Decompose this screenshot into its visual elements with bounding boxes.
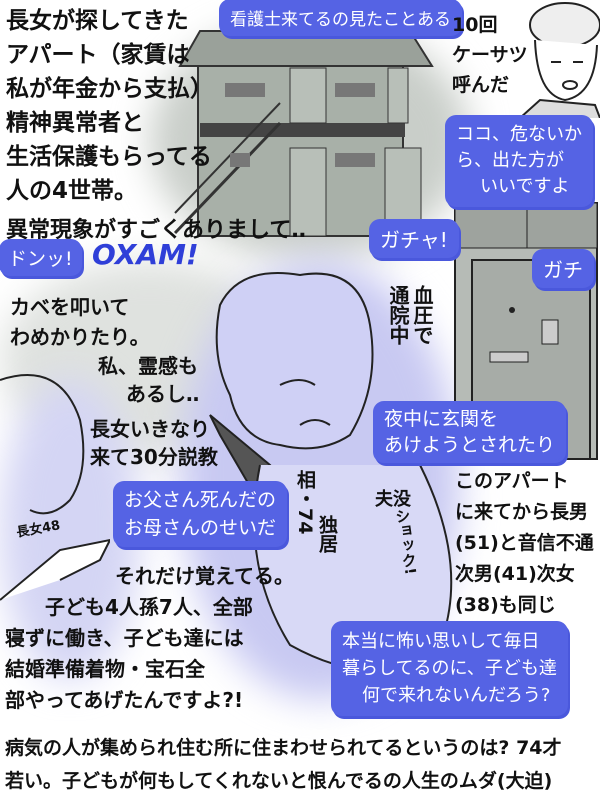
text-line: あるし‥ bbox=[126, 382, 200, 406]
text-line: お父さん死んだの bbox=[124, 489, 277, 511]
text-line: 人の4世帯。 bbox=[6, 178, 138, 204]
elderly-woman-illustration bbox=[209, 272, 453, 671]
text-line: 生活保護もらってる bbox=[6, 144, 212, 170]
text-line: あけようとされたり bbox=[384, 434, 556, 456]
text-line: 若い。子どもが何もしてくれないと恨んでるの人生のムダ(大迫) bbox=[5, 770, 553, 792]
sfx-don: ドンッ! bbox=[2, 242, 79, 273]
text-line: 夜中に玄関を bbox=[384, 408, 499, 430]
hard-work-note: 子ども4人孫7人、全部 寝ずに働き、子ども達には 結婚準備着物・宝石全 部やって… bbox=[5, 592, 253, 716]
sfx-gachi: ガチ bbox=[535, 252, 591, 285]
text-line: カベを叩いて bbox=[10, 295, 130, 319]
text-line: 精神異常者と bbox=[6, 110, 144, 136]
text-line: 暮らしてるのに、子ども達 bbox=[342, 658, 557, 679]
text-line: 病気の人が集められ住む所に住まわせられてるというのは? 74才 bbox=[5, 737, 562, 759]
husband-deceased: 夫没 bbox=[375, 489, 411, 510]
text-line: 長女いきなり bbox=[90, 417, 210, 441]
police-called-note: 10回 ケーサツ 呼んだ bbox=[452, 10, 528, 100]
text-line: ココ、危ないか bbox=[456, 124, 582, 145]
text-line: (38)も同じ bbox=[455, 594, 556, 616]
text-line: 来て30分説教 bbox=[90, 445, 218, 469]
children-estranged-note: このアパート に来てから長男 (51)と音信不通 次男(41)次女 (38)も同… bbox=[455, 466, 594, 621]
profile-col2: 独居 bbox=[316, 515, 338, 553]
text-line: お母さんのせいだ bbox=[124, 517, 277, 539]
text-line: 次男(41)次女 bbox=[455, 563, 575, 585]
text-line: ら、出た方が bbox=[456, 150, 564, 171]
text-line: (51)と音信不通 bbox=[455, 532, 594, 554]
bubble-nurse: 看護士来てるの見たことある bbox=[222, 2, 459, 33]
wall-banging-note: カベを叩いて わめかりたり。 bbox=[10, 292, 150, 352]
narration-strange-phenomena: 異常現象がすごくありまして‥ bbox=[6, 218, 307, 243]
policeman-illustration bbox=[519, 2, 600, 118]
text-line: このアパート bbox=[455, 470, 569, 492]
sfx-oxam: OXAM! bbox=[92, 238, 199, 271]
narration-apartment: 長女が探してきた アパート（家賃は 私が年金から支払） 精神異常者と 生活保護も… bbox=[6, 4, 213, 208]
text-line: 部やってあげたんですよ?! bbox=[5, 688, 244, 712]
bubble-fear: 本当に怖い思いして毎日 暮らしてるのに、子ども達 何で来れないんだろう? bbox=[334, 624, 565, 713]
text-line: わめかりたり。 bbox=[10, 325, 150, 349]
text-line: 私が年金から支払） bbox=[6, 76, 213, 102]
lecture-note: 長女いきなり 来て30分説教 bbox=[90, 415, 218, 471]
text-line: 子ども4人孫7人、全部 bbox=[45, 595, 253, 619]
psychic-note: 私、霊感も あるし‥ bbox=[98, 352, 199, 408]
blood-pressure-col2: 通院中 bbox=[386, 285, 410, 345]
blood-pressure-col1: 血圧で bbox=[410, 285, 434, 345]
footer-comment: 病気の人が集められ住む所に住まわせられてるというのは? 74才 若い。子どもが何… bbox=[5, 732, 562, 798]
text-line: 結婚準備着物・宝石全 bbox=[5, 657, 205, 681]
daughter-illustration bbox=[0, 374, 110, 601]
text-line: ケーサツ bbox=[452, 44, 528, 66]
bubble-door-night: 夜中に玄関を あけようとされたり bbox=[376, 404, 564, 460]
bubble-father-blame: お父さん死んだの お母さんのせいだ bbox=[116, 484, 285, 544]
text-line: 呼んだ bbox=[452, 74, 510, 96]
text-line: いいですよ bbox=[480, 176, 570, 197]
sfx-gacha: ガチャ! bbox=[372, 222, 456, 255]
profile-col1: 相・74 bbox=[294, 470, 316, 535]
text-line: 私、霊感も bbox=[98, 354, 198, 378]
text-line: 何で来れないんだろう? bbox=[362, 685, 551, 706]
bubble-police-warning: ココ、危ないか ら、出た方が いいですよ bbox=[448, 118, 590, 204]
remember-note: それだけ覚えてる。 bbox=[115, 564, 294, 588]
text-line: アパート（家賃は bbox=[6, 42, 190, 68]
text-line: 本当に怖い思いして毎日 bbox=[342, 631, 540, 652]
text-line: に来てから長男 bbox=[455, 501, 589, 523]
text-line: 寝ずに働き、子ども達には bbox=[5, 626, 244, 650]
text-line: 10回 bbox=[452, 14, 498, 36]
text-line: 長女が探してきた bbox=[6, 8, 189, 34]
